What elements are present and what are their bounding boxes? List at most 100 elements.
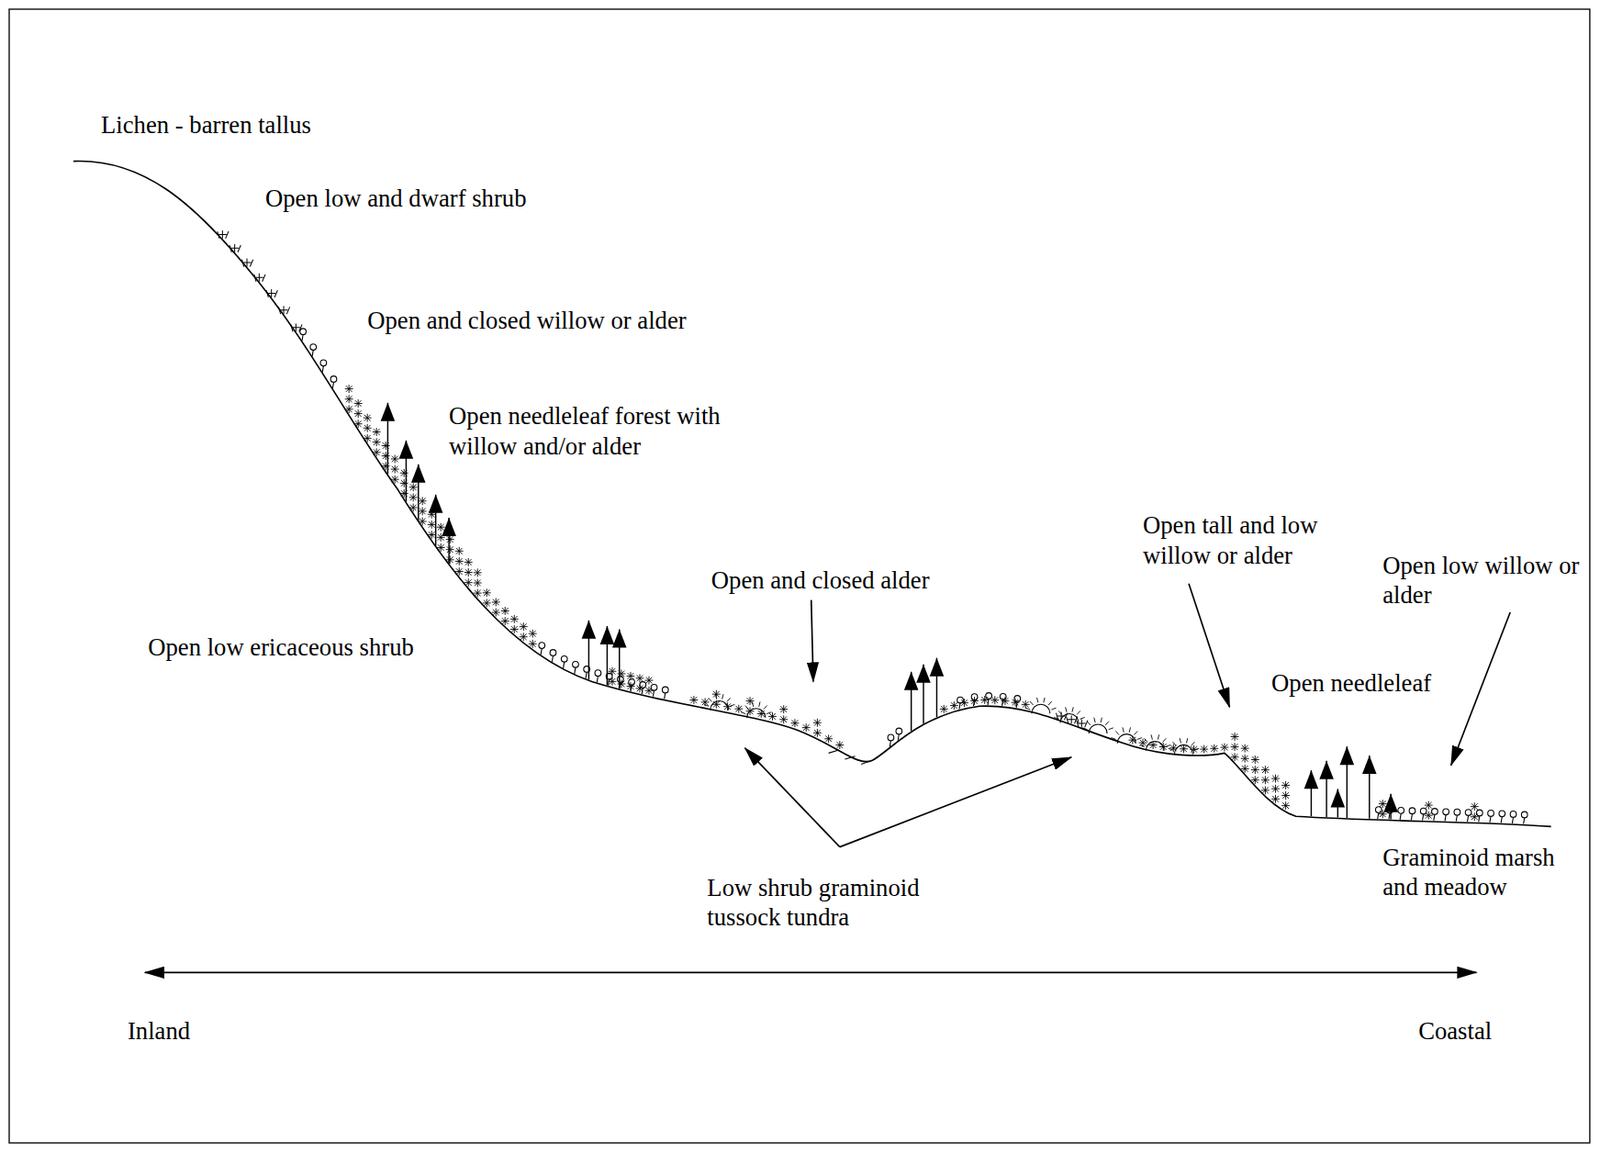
alder-shrub bbox=[1424, 801, 1433, 810]
alder-shrub bbox=[790, 718, 799, 728]
willow-shrub bbox=[895, 727, 903, 735]
needleleaf-tree bbox=[916, 664, 931, 683]
alder-shrub bbox=[779, 715, 788, 724]
needleleaf-tree bbox=[581, 620, 597, 639]
willow-shrub bbox=[560, 655, 568, 662]
willow-shrub bbox=[310, 344, 317, 351]
willow-shrub bbox=[661, 686, 669, 694]
alder-shrub bbox=[1219, 743, 1229, 752]
alder-shrub bbox=[446, 545, 455, 554]
alder-shrub bbox=[492, 598, 501, 607]
alder-shrub bbox=[391, 475, 400, 484]
willow-shrub bbox=[617, 676, 625, 683]
alder-shrub bbox=[354, 409, 363, 418]
alder-shrub bbox=[501, 606, 510, 616]
alder-shrub bbox=[1251, 755, 1260, 764]
willow-shrub bbox=[1409, 807, 1416, 815]
alder-shrub bbox=[372, 427, 381, 437]
vegetation-label: Open low ericaceous shrub bbox=[147, 632, 414, 662]
alder-shrub bbox=[519, 632, 528, 641]
vegetation-label: Open needleleaf forest with willow and/o… bbox=[448, 402, 748, 461]
needleleaf-tree bbox=[1362, 755, 1377, 774]
alder-shrub bbox=[1271, 784, 1280, 794]
dwarf-shrub bbox=[266, 289, 278, 298]
alder-shrub bbox=[1179, 744, 1188, 753]
alder-shrub bbox=[1149, 740, 1158, 750]
alder-shrub bbox=[464, 578, 473, 587]
willow-shrub bbox=[887, 734, 895, 741]
alder-shrub bbox=[372, 447, 381, 457]
alder-shrub bbox=[345, 394, 354, 403]
alder-shrub bbox=[418, 496, 427, 505]
alder-shrub bbox=[391, 455, 400, 464]
alder-shrub bbox=[446, 555, 455, 564]
alder-shrub bbox=[427, 520, 437, 529]
alder-shrub bbox=[510, 615, 519, 624]
alder-shrub bbox=[409, 492, 418, 502]
alder-shrub bbox=[464, 568, 473, 577]
alder-shrub bbox=[1424, 811, 1433, 820]
alder-shrub bbox=[501, 616, 510, 626]
alder-shrub bbox=[1261, 765, 1270, 774]
vegetation-label: Open needleleaf bbox=[1271, 668, 1432, 698]
alder-shrub bbox=[1281, 781, 1290, 790]
alder-shrub bbox=[1241, 754, 1250, 763]
vegetation-label: Open low willow or alder bbox=[1382, 550, 1593, 610]
alder-shrub bbox=[363, 413, 372, 423]
alder-shrub bbox=[1271, 794, 1280, 804]
willow-shrub bbox=[957, 696, 964, 704]
alder-shrub bbox=[1230, 732, 1240, 741]
alder-shrub bbox=[455, 567, 464, 576]
alder-shrub bbox=[645, 676, 654, 685]
willow-shrub bbox=[572, 660, 580, 668]
alder-shrub bbox=[436, 543, 446, 552]
willow-shrub bbox=[320, 359, 327, 367]
alder-shrub bbox=[1169, 743, 1178, 752]
tussock bbox=[747, 708, 766, 718]
alder-shrub bbox=[473, 568, 482, 577]
alder-shrub bbox=[939, 704, 949, 714]
alder-shrub bbox=[617, 680, 627, 689]
alder-shrub bbox=[1378, 799, 1388, 808]
needleleaf-tree bbox=[1331, 788, 1346, 807]
alder-shrub bbox=[950, 701, 959, 710]
alder-shrub bbox=[617, 669, 627, 678]
alder-shrub bbox=[519, 622, 528, 631]
alder-shrub bbox=[734, 704, 743, 714]
vegetation-label: Low shrub graminoid tussock tundra bbox=[706, 873, 969, 933]
alder-shrub bbox=[1199, 745, 1209, 754]
willow-shrub bbox=[594, 670, 602, 677]
willow-shrub bbox=[1398, 807, 1405, 815]
tussock bbox=[1088, 724, 1108, 734]
alder-shrub bbox=[1470, 812, 1479, 821]
alder-shrub bbox=[1281, 791, 1290, 800]
alder-shrub bbox=[626, 671, 636, 681]
needleleaf-tree bbox=[612, 629, 627, 649]
alder-shrub bbox=[492, 608, 501, 617]
alder-shrub bbox=[813, 718, 822, 728]
alder-shrub bbox=[400, 479, 409, 488]
alder-shrub bbox=[1209, 744, 1219, 753]
needleleaf-tree bbox=[929, 658, 945, 677]
alder-shrub bbox=[482, 598, 492, 607]
needleleaf-tree bbox=[600, 626, 616, 645]
vegetation-label: Graminoid marsh and meadow bbox=[1382, 842, 1595, 902]
needleleaf-tree bbox=[1340, 746, 1355, 765]
alder-shrub bbox=[473, 589, 482, 598]
alder-shrub bbox=[636, 683, 645, 693]
alder-shrub bbox=[482, 588, 492, 597]
alder-shrub bbox=[1021, 700, 1030, 709]
alder-shrub bbox=[1281, 801, 1290, 810]
dwarf-shrub bbox=[254, 273, 266, 282]
willow-shrub bbox=[330, 376, 337, 383]
alder-shrub bbox=[1241, 764, 1250, 773]
alder-shrub bbox=[400, 489, 409, 498]
alder-shrub bbox=[528, 629, 538, 638]
alder-shrub bbox=[427, 530, 437, 539]
alder-shrub bbox=[1261, 775, 1270, 784]
willow-shrub bbox=[538, 642, 546, 649]
willow-shrub bbox=[1014, 695, 1021, 703]
alder-shrub bbox=[802, 723, 811, 732]
alder-shrub bbox=[689, 695, 698, 705]
needleleaf-tree bbox=[1319, 760, 1334, 780]
